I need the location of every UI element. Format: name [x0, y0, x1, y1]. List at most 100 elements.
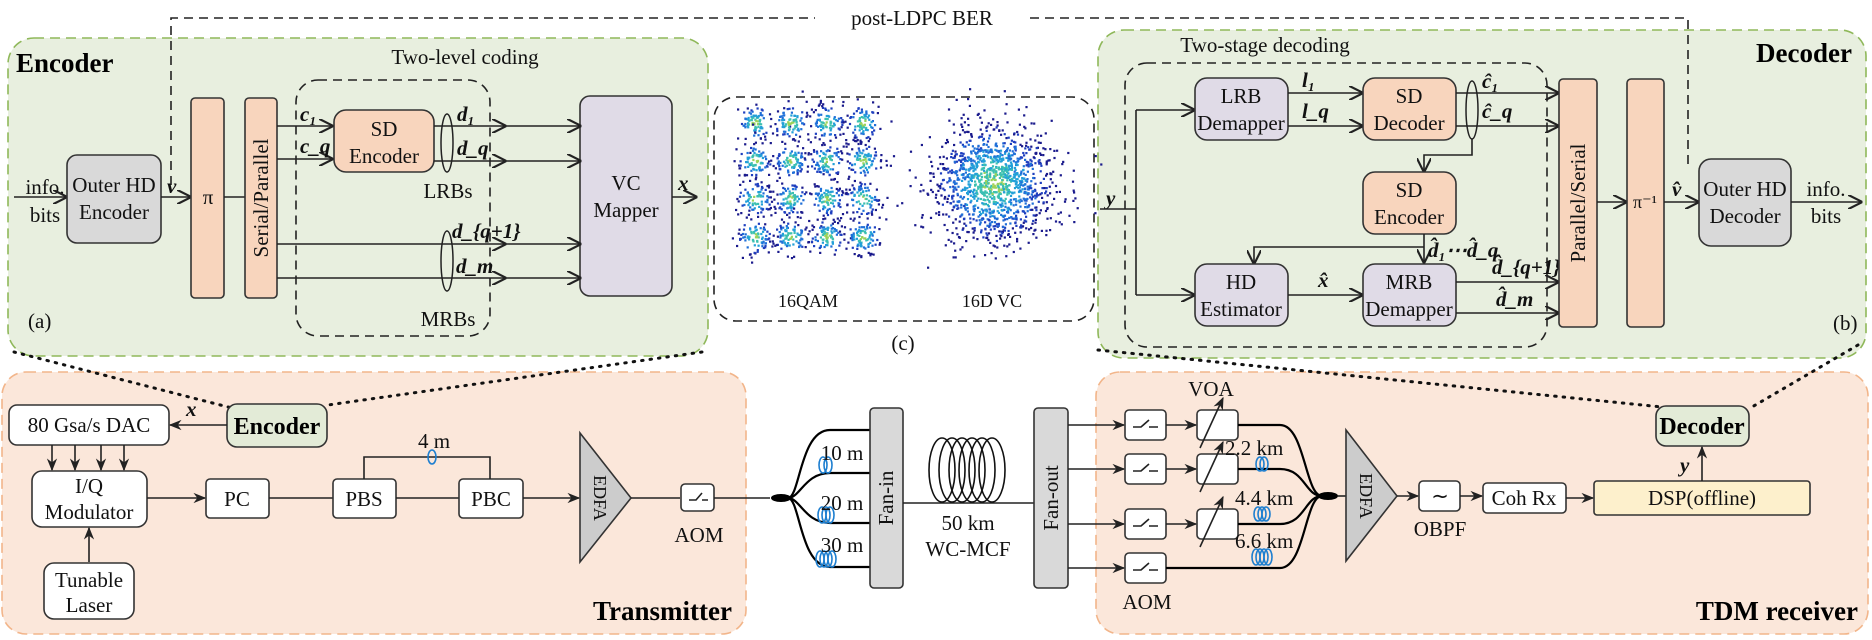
y-in-label: y: [1103, 186, 1116, 210]
hd-estimator-label-2: Estimator: [1200, 297, 1282, 321]
4m-fiber-coil-icon: [427, 449, 437, 465]
info-bits-in-label-1: info.: [25, 175, 64, 199]
l1-label: l₁: [1302, 68, 1315, 92]
voa-label: VOA: [1188, 377, 1234, 401]
iq-modulator-label-1: I/Q: [75, 474, 103, 498]
4m-delay-label: 4 m: [418, 429, 450, 453]
fan-in-label: Fan-in: [874, 470, 898, 525]
decoder-panel: [1097, 29, 1867, 359]
outer-hd-decoder-label-1: Outer HD: [1703, 177, 1786, 201]
obpf-label: OBPF: [1414, 517, 1467, 541]
aom-switch-icon: [1133, 419, 1158, 428]
dsp-label: DSP(offline): [1648, 486, 1756, 510]
two-level-coding-group: [295, 79, 491, 337]
x-hat-label: x̂: [1317, 268, 1329, 292]
decoder-panel-sublabel: (b): [1833, 311, 1858, 335]
sd-encoder-box: [333, 109, 435, 173]
lrbs-label: LRBs: [423, 179, 472, 203]
20m-delay-label: 20 m: [821, 491, 864, 515]
mrb-demapper-box: [1362, 263, 1457, 327]
dm-hat-label: d̂_m: [1496, 286, 1533, 311]
qam-cluster: [787, 90, 845, 152]
lrb-demapper-label-1: LRB: [1221, 84, 1262, 108]
rx-decoder-label: Decoder: [1659, 414, 1745, 440]
rx-coupler-icon: [1318, 492, 1338, 500]
rx-aom-box: [1124, 552, 1167, 584]
outer-hd-encoder-label-2: Encoder: [79, 200, 149, 224]
dm-label: d_m: [456, 254, 493, 278]
sd-re-encoder-label-2: Encoder: [1374, 205, 1444, 229]
16d-vc-constellation-plot: [885, 88, 1103, 269]
encoder-panel-title: Encoder: [16, 48, 114, 78]
rx-branch-row: [1068, 494, 1323, 584]
c-hat-to-sd-encoder-arrow: [1424, 139, 1473, 171]
fiber-type-label: WC-MCF: [925, 537, 1010, 561]
dq1-label: d_{q+1}: [452, 219, 521, 243]
d1q-hat-label: d̂₁⋯d̂_q: [1428, 237, 1498, 262]
rx-edfa-label: EDFA: [1356, 473, 1376, 519]
tx-edfa-amplifier-icon: [579, 430, 633, 565]
30m-delay-label: 30 m: [821, 533, 864, 557]
outer-hd-decoder-box: [1698, 158, 1792, 247]
2.2km-delay-label: 2.2 km: [1225, 436, 1283, 460]
lrb-demapper-label-2: Demapper: [1197, 111, 1284, 135]
rx-branch-row: [1068, 440, 1323, 498]
d-hat-to-hd-arrow: [1254, 246, 1424, 263]
parallel-serial-label: Parallel/Serial: [1566, 143, 1590, 262]
two-stage-decoding-label: Two-stage decoding: [1180, 33, 1350, 57]
post-ldpc-ber-label: post-LDPC BER: [851, 6, 993, 30]
sd-encoder-label-1: SD: [371, 117, 398, 141]
qam-cluster: [807, 217, 852, 256]
rx-branch-row: [1068, 396, 1323, 498]
voa-variable-arrow-icon: [1199, 440, 1224, 493]
lq-label: l_q: [1302, 99, 1329, 123]
qam-cluster: [840, 138, 888, 184]
30m-fiber-coil-icon: [815, 550, 837, 568]
outer-hd-encoder-box: [66, 154, 162, 244]
mcf-spool-icon: [928, 437, 1006, 503]
qam-cluster: [733, 123, 775, 183]
tx-coupler-icon: [771, 494, 791, 502]
qam-cluster: [731, 209, 779, 264]
fiber-length-label: 50 km: [941, 511, 994, 535]
mrbs-grouping-ellipse: [440, 230, 454, 292]
aom-switch-icon: [1133, 463, 1158, 472]
qam-cluster: [768, 138, 813, 177]
deinterleaver-box: [1626, 78, 1665, 328]
ber-feedback-line-left: [170, 17, 815, 185]
vc-mapper-label-1: VC: [611, 171, 640, 195]
rx-aom-label: AOM: [1122, 590, 1171, 614]
parallel-serial-box: [1558, 78, 1598, 328]
rx-aom-box: [1124, 409, 1167, 441]
qam-cluster: [769, 176, 812, 227]
tunable-laser-label-1: Tunable: [55, 568, 123, 592]
deinterleaver-label: π⁻¹: [1633, 192, 1657, 212]
info-bits-in-label-2: bits: [30, 203, 60, 227]
qam-cluster: [769, 207, 819, 260]
2.2km-fiber-coil-icon: [1255, 456, 1269, 472]
lrb-demapper-box: [1194, 77, 1289, 141]
20m-fiber-coil-icon: [817, 506, 835, 524]
obpf-filter-icon: ∼: [1431, 484, 1449, 508]
qam-cluster: [838, 216, 882, 259]
decoder-zoom-line-right: [1750, 343, 1860, 409]
mrbs-label: MRBs: [421, 307, 476, 331]
dq1-hat-label: d̂_{q+1}: [1492, 254, 1561, 279]
cq-hat-label: ĉ_q: [1482, 99, 1512, 123]
16qam-label: 16QAM: [778, 291, 838, 311]
serial-parallel-box: [244, 97, 278, 299]
info-bits-out-label-1: info.: [1806, 177, 1845, 201]
tx-aom-label: AOM: [674, 523, 723, 547]
outer-hd-encoder-label-1: Outer HD: [72, 173, 155, 197]
constellation-sublabel: (c): [891, 331, 914, 355]
lrbs-grouping-ellipse: [440, 113, 454, 173]
fan-out-label: Fan-out: [1039, 465, 1063, 530]
rx-aom-box: [1124, 508, 1167, 540]
6.6km-fiber-coil-icon: [1251, 548, 1273, 566]
iq-modulator-label-2: Modulator: [45, 500, 134, 524]
ber-feedback-line-right: [1030, 17, 1689, 165]
qam-cluster: [735, 173, 779, 218]
sd-re-encoder-box: [1362, 171, 1457, 235]
pbs-label: PBS: [345, 487, 382, 511]
